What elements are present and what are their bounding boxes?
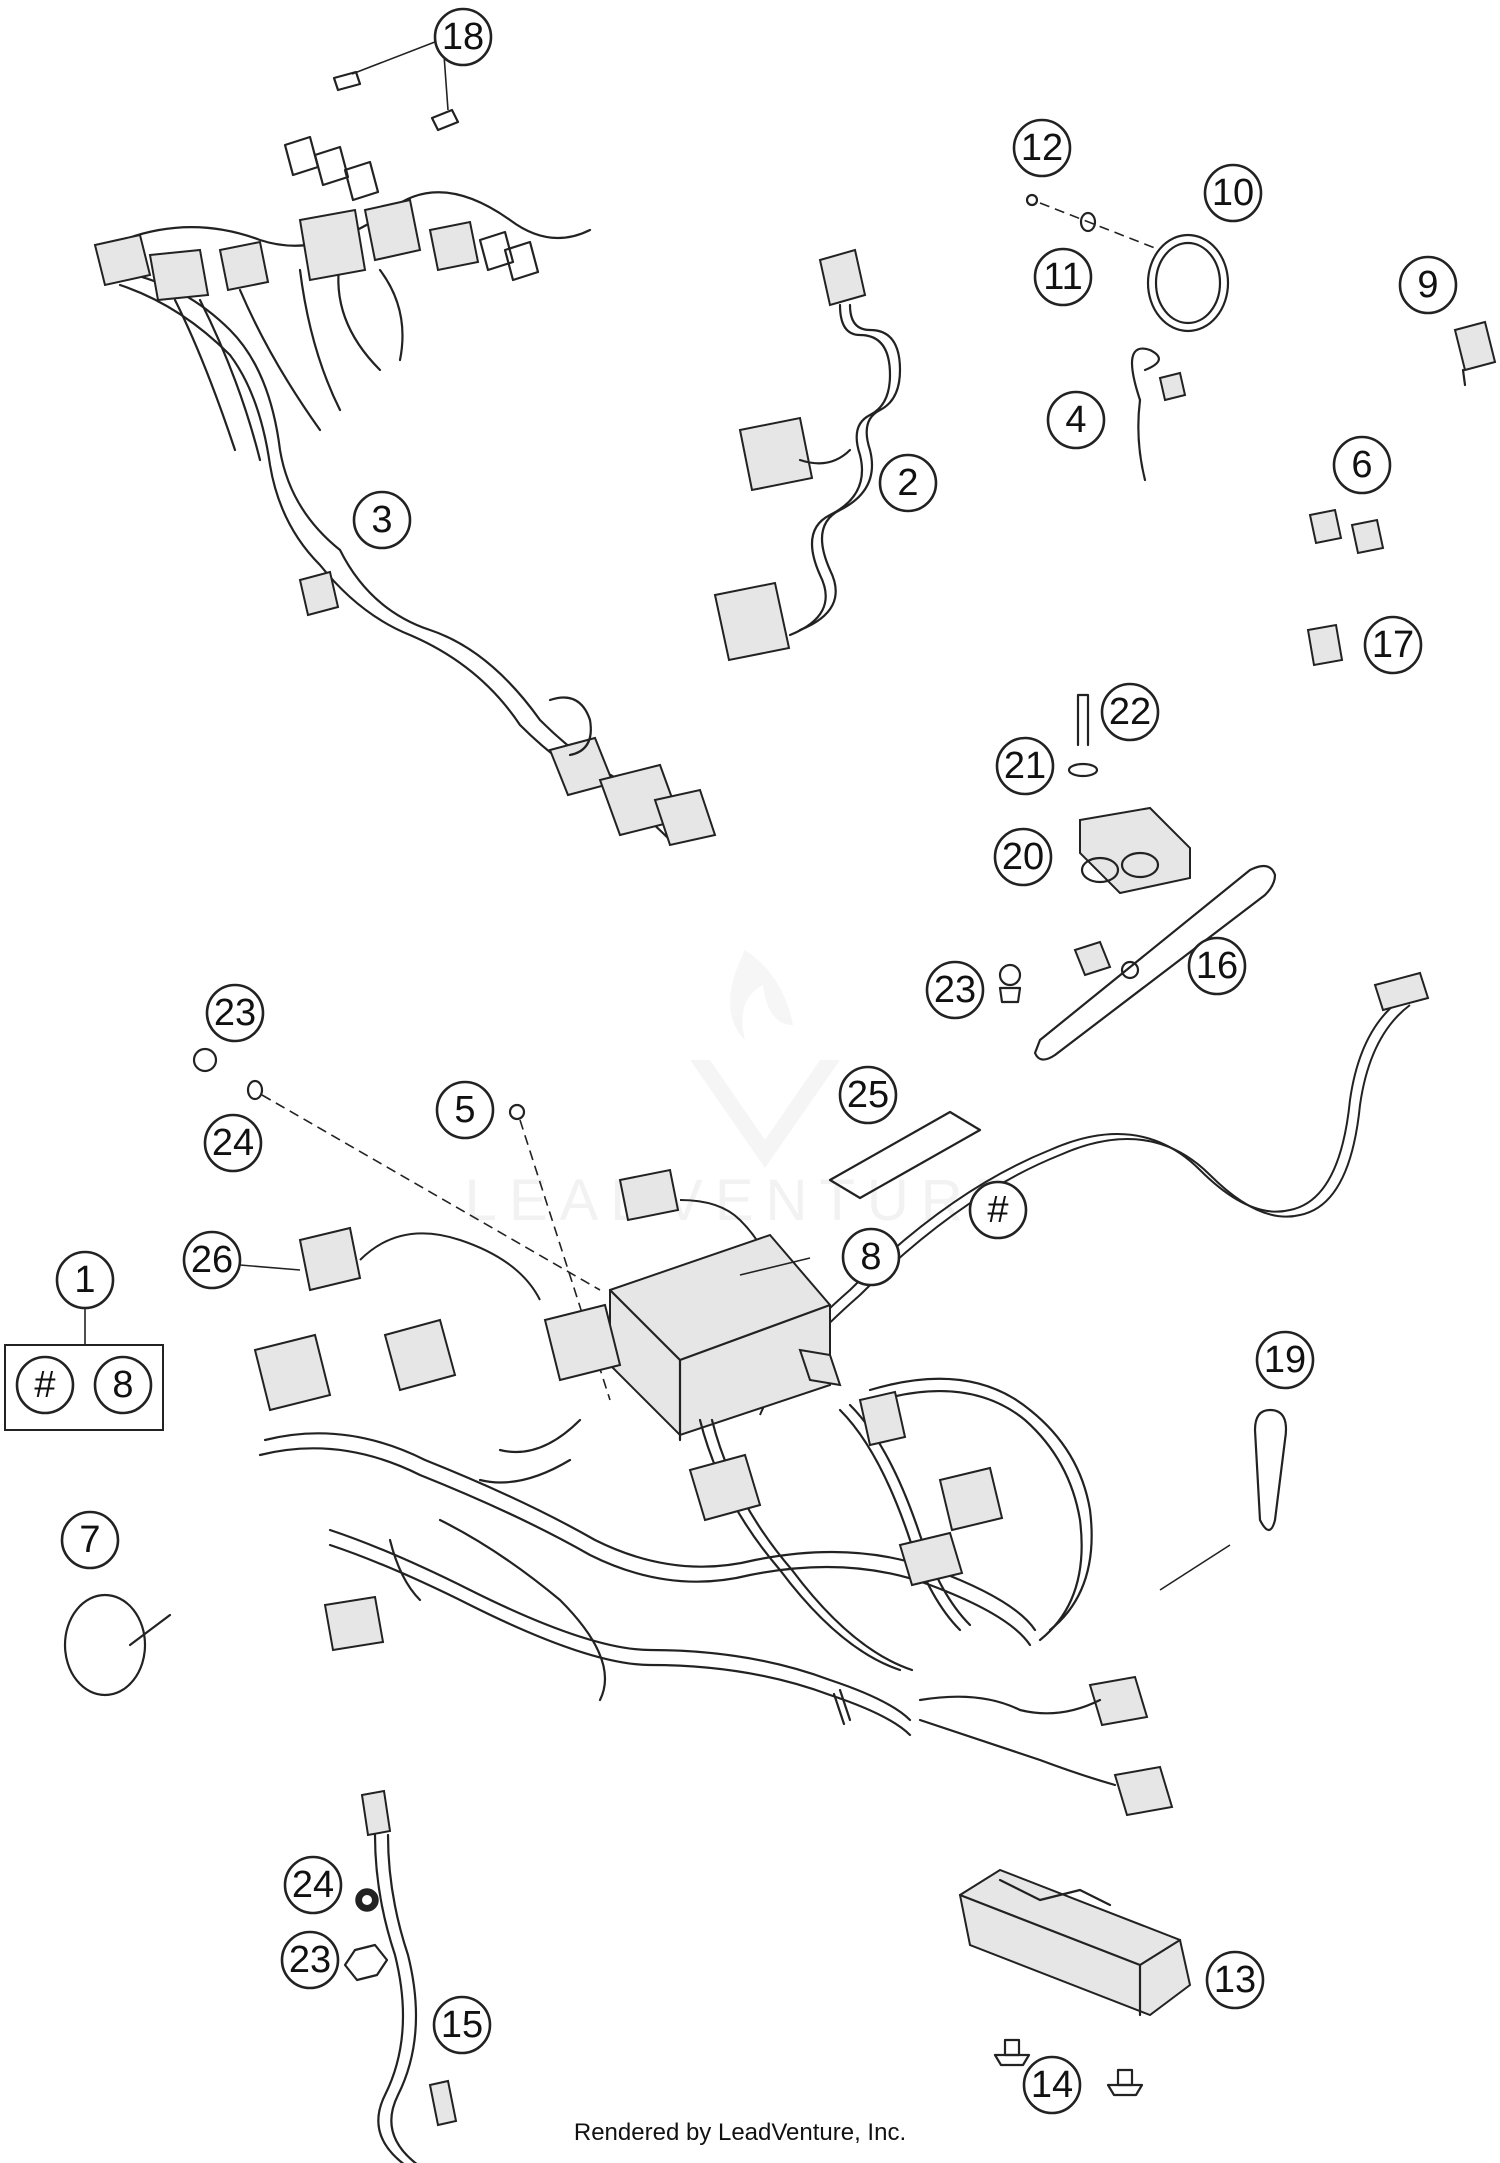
svg-text:23: 23 [289, 1939, 331, 1981]
part-2-sub-harness [713, 248, 902, 662]
svg-text:24: 24 [292, 1864, 334, 1906]
svg-text:16: 16 [1196, 945, 1238, 987]
svg-text:7: 7 [79, 1519, 100, 1561]
callout-24-left: 24 [203, 1113, 263, 1173]
parts-20-21-22-mount [1067, 693, 1191, 895]
svg-text:22: 22 [1109, 691, 1151, 733]
callout-11: 11 [1033, 247, 1093, 307]
callout-23-bottom: 23 [280, 1930, 340, 1990]
callout-5: 5 [435, 1080, 495, 1140]
callout-kit-8: 8 [93, 1355, 153, 1415]
callout-13: 13 [1205, 1950, 1265, 2010]
callout-6: 6 [1332, 435, 1392, 495]
part-26-connector [239, 1264, 301, 1271]
svg-text:#: # [34, 1364, 55, 1406]
callout-kit-hash: # [15, 1355, 75, 1415]
part-6-relays [1308, 508, 1385, 555]
svg-text:14: 14 [1031, 2064, 1073, 2106]
svg-text:3: 3 [371, 499, 392, 541]
svg-text:9: 9 [1417, 264, 1438, 306]
leadventure-watermark: LEADVENTURE [465, 950, 1026, 1233]
callout-hash: # [968, 1180, 1028, 1240]
svg-text:19: 19 [1264, 1339, 1306, 1381]
svg-text:23: 23 [214, 992, 256, 1034]
part-8-main-harness [253, 971, 1430, 1817]
callout-leaders [739, 1257, 1231, 1591]
callout-23-bracket: 23 [925, 960, 985, 1020]
callout-17: 17 [1363, 615, 1423, 675]
render-credit: Rendered by LeadVenture, Inc. [574, 2119, 906, 2146]
callout-7: 7 [60, 1510, 120, 1570]
svg-text:25: 25 [847, 1074, 889, 1116]
parts-10-11-12-cover [1025, 193, 1230, 333]
callout-24-bottom: 24 [283, 1855, 343, 1915]
svg-text:18: 18 [442, 16, 484, 58]
callout-10: 10 [1203, 163, 1263, 223]
svg-text:12: 12 [1021, 127, 1063, 169]
svg-text:11: 11 [1043, 256, 1082, 298]
svg-text:13: 13 [1214, 1959, 1256, 2001]
svg-text:6: 6 [1351, 444, 1372, 486]
part-9-connector [1453, 320, 1497, 387]
callout-4: 4 [1046, 390, 1106, 450]
callout-3: 3 [352, 490, 412, 550]
callout-21: 21 [995, 736, 1055, 796]
svg-text:#: # [987, 1189, 1008, 1231]
svg-text:8: 8 [860, 1236, 881, 1278]
callout-1: 1 [55, 1250, 115, 1310]
svg-text:2: 2 [897, 462, 918, 504]
callout-19: 19 [1255, 1330, 1315, 1390]
svg-text:17: 17 [1372, 624, 1414, 666]
svg-text:10: 10 [1212, 172, 1254, 214]
parts-23-24-screws [192, 1047, 601, 1291]
part-7-cable-tie [63, 1593, 172, 1697]
callout-8: 8 [841, 1227, 901, 1287]
svg-text:15: 15 [441, 2004, 483, 2046]
watermark-text: LEADVENTURE [465, 1168, 1026, 1233]
callout-2: 2 [878, 453, 938, 513]
callout-14: 14 [1022, 2055, 1082, 2115]
callout-9: 9 [1398, 255, 1458, 315]
callout-12: 12 [1012, 118, 1072, 178]
part-25-label [828, 1110, 982, 1200]
callout-18: 18 [433, 7, 493, 67]
callout-26: 26 [182, 1230, 242, 1290]
callout-16: 16 [1187, 936, 1247, 996]
callout-15: 15 [432, 1995, 492, 2055]
callout-23-left: 23 [205, 983, 265, 1043]
svg-text:24: 24 [212, 1122, 254, 1164]
callout-20: 20 [993, 827, 1053, 887]
part-13-control-unit [958, 1868, 1192, 2017]
svg-text:4: 4 [1065, 399, 1086, 441]
part-3-sub-harness [93, 135, 717, 847]
part-16-bracket [998, 864, 1277, 1061]
callout-22: 22 [1100, 682, 1160, 742]
part-4-sensor [1130, 347, 1187, 482]
part-17-relay [1306, 623, 1344, 667]
part-19-strap [1253, 1408, 1288, 1532]
part-18-bulbs [332, 39, 460, 132]
svg-text:8: 8 [112, 1364, 133, 1406]
svg-text:26: 26 [191, 1239, 233, 1281]
svg-text:1: 1 [74, 1259, 95, 1301]
svg-text:23: 23 [934, 969, 976, 1011]
svg-text:20: 20 [1002, 836, 1044, 878]
part-14-screws [993, 2038, 1144, 2097]
part-15-ground-cable [343, 1789, 458, 2163]
svg-text:5: 5 [454, 1089, 475, 1131]
svg-text:21: 21 [1004, 745, 1046, 787]
callout-25: 25 [838, 1065, 898, 1125]
